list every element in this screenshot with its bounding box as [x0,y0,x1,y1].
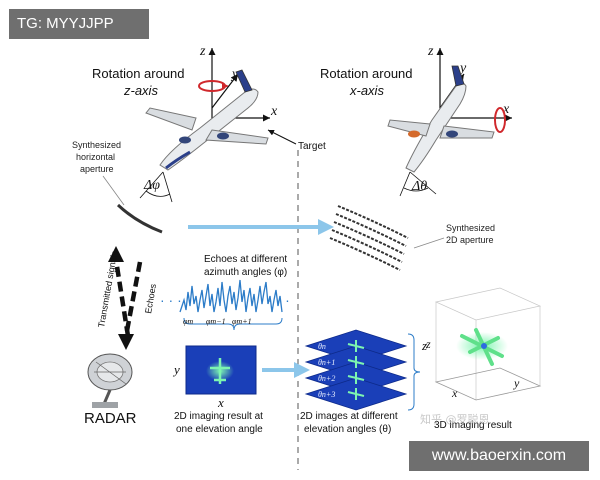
echoes-label: Echoes [143,283,158,315]
result3d-y-label: y [513,376,520,390]
image-stack [304,329,421,411]
right-rotation-ring [494,107,506,133]
svg-text:· · ·: · · · [268,292,290,308]
radar-label: RADAR [84,410,137,427]
right-z-label: z [427,44,434,59]
result3d-z-label: z [425,337,431,351]
right-panel: Rotation around x-axis z y x Δθ [320,44,512,271]
imaging2d-caption-line2: one elevation angle [176,424,263,435]
left-title-line1: Rotation around [92,66,185,81]
svg-text:· · ·: · · · [160,292,182,308]
left-y-axis [211,73,239,109]
left-title-line2: z-axis [123,83,158,98]
aperture2d-label-line1: Synthesized [446,223,495,233]
radar-dish [87,353,133,408]
transfer-arrow [188,219,334,235]
target-pointer [267,129,297,145]
horizontal-aperture-arc [116,203,163,234]
stack-caption-line1: 2D images at different [300,411,398,422]
watermark-bottom-right: www.baoerxin.com [409,441,589,471]
imaging2d-x-label: x [217,395,224,410]
right-title-line1: Rotation around [320,66,413,81]
imaging-2d-panel [185,345,257,395]
imaging-arrow [262,362,310,378]
stack-caption-line2: elevation angles (θ) [304,424,391,435]
faint-watermark: 知乎 @罗聪恩 [420,412,490,426]
result3d-caption: 3D imaging result [434,420,512,431]
left-y-label: y [230,67,239,82]
right-title-line2: x-axis [349,83,384,98]
left-z-label: z [199,44,206,59]
theta-label-3: θn+3 [318,390,335,399]
right-airplane [387,65,495,173]
echoes-title-line2: azimuth angles (φ) [204,267,287,278]
target-label: Target [298,141,326,152]
right-y-label: y [458,61,467,76]
phi-label-0: φm [183,317,193,326]
right-angle-label: Δθ [411,179,427,194]
phi-label-2: φm+1 [232,317,252,326]
result-3d-box [434,287,542,401]
result3d-x-label: x [451,386,458,400]
left-angle-label: Δφ [143,178,160,193]
left-x-label: x [270,104,278,119]
aperture-label-line3: aperture [80,164,114,174]
left-airplane [145,69,269,171]
imaging2d-y-label: y [172,362,180,377]
theta-label-1: θn+1 [318,358,335,367]
theta-label-2: θn+2 [318,374,335,383]
imaging2d-caption-line1: 2D imaging result at [174,411,263,422]
echoes-title-line1: Echoes at different [204,254,287,265]
radar-signals: Transmitted signals Echoes [96,246,158,350]
transmitted-label: Transmitted signals [96,250,119,329]
echo-waveform: · · · · · · [160,279,290,331]
aperture-label-line2: horizontal [76,152,115,162]
phi-label-1: φm−1 [206,317,226,326]
aperture-label-line1: Synthesized [72,140,121,150]
aperture2d-label-line2: 2D aperture [446,235,494,245]
theta-label-0: θn [318,342,326,351]
stack-z-label: z [421,338,427,353]
right-x-label: x [502,102,510,117]
left-panel: Rotation around z-axis z y x Target [72,44,326,234]
watermark-top-left: TG: MYYJJPP [9,9,149,39]
aperture-2d-arcs [329,205,409,271]
